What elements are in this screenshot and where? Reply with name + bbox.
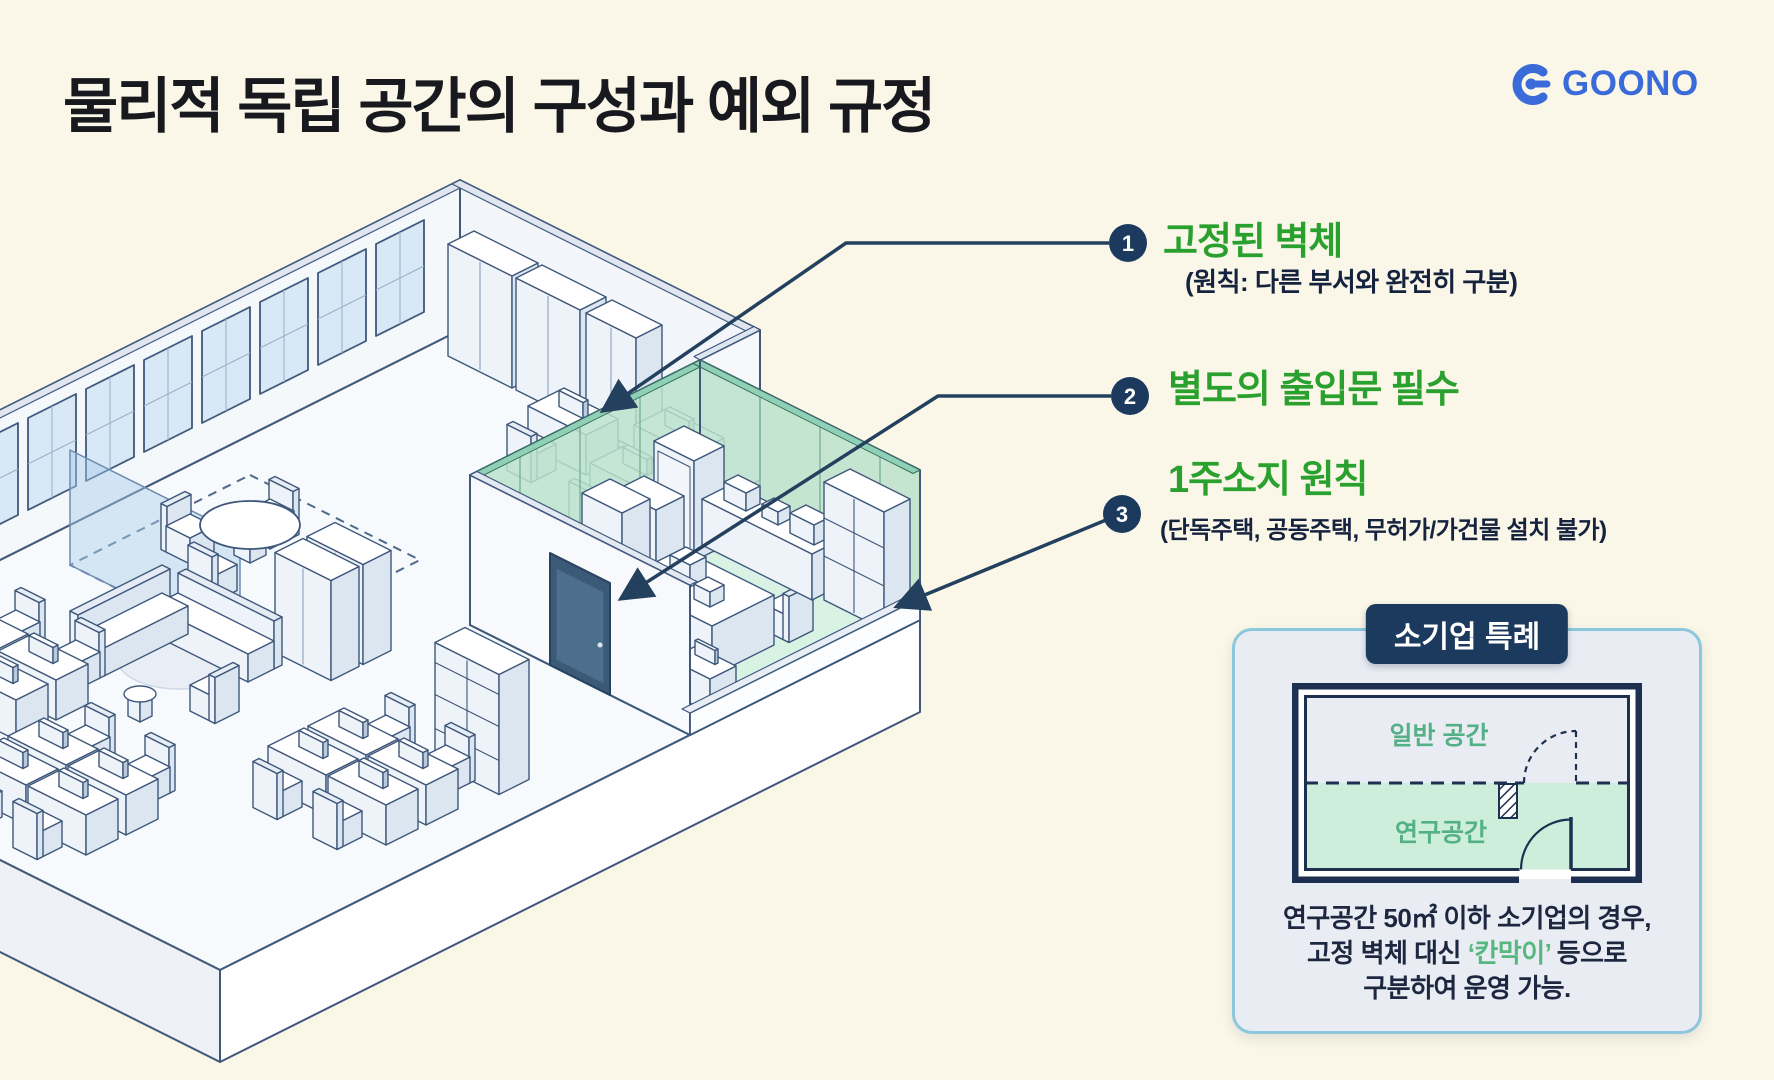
small-biz-caption-line3: 구분하여 운영 가능.: [1363, 972, 1571, 1003]
callout-2-title: 별도의 출입문 필수: [1168, 369, 1460, 411]
callout-3-badge: 3: [1103, 495, 1141, 533]
small-biz-badge: 소기업 특례: [1365, 604, 1569, 664]
plan-general-zone: [1305, 696, 1629, 785]
floor-plan-mini: 일반 공간 연구공간: [1292, 683, 1642, 883]
small-biz-caption-line1: 연구공간 50㎡ 이하 소기업의 경우,: [1282, 903, 1652, 933]
callout-number-badges: 1 2 3: [1103, 224, 1149, 533]
goono-logo: GOONO: [1506, 60, 1699, 108]
page-title: 물리적 독립 공간의 구성과 예외 규정: [63, 73, 936, 140]
small-biz-caption: 연구공간 50㎡ 이하 소기업의 경우, 고정 벽체 대신 ‘칸막이’ 등으로 …: [1235, 901, 1699, 1005]
callout-arrow-1: [599, 241, 1109, 413]
callout-2-badge: 2: [1111, 377, 1149, 415]
wall-stub-hatch-icon: [1498, 783, 1518, 819]
callout-3-number: 3: [1116, 502, 1128, 527]
small-biz-caption-line2: 고정 벽체 대신 ‘칸막이’ 등으로: [1235, 936, 1699, 971]
callout-2-number: 2: [1124, 384, 1136, 409]
isometric-office-illustration: [0, 179, 921, 1063]
caption-line2-highlight: ‘칸막이’: [1467, 937, 1552, 968]
caption-line2-suffix: 등으로: [1550, 937, 1628, 968]
plan-inner-wall: [1304, 695, 1630, 871]
plan-outer-wall: [1292, 683, 1642, 883]
callout-arrow-2: [617, 394, 1111, 601]
callout-1-title: 고정된 벽체: [1163, 221, 1343, 263]
plan-research-zone-label: 연구공간: [1395, 819, 1487, 847]
caption-line2-prefix: 고정 벽체 대신: [1307, 937, 1468, 968]
goono-logo-icon: [1512, 64, 1551, 105]
callout-1-number: 1: [1122, 231, 1134, 256]
callout-1-badge: 1: [1109, 224, 1147, 262]
small-biz-exception-panel: 소기업 특례 일반 공간 연구공간 연구공간 50㎡ 이하 소기업의 경우, 고…: [1232, 604, 1702, 1034]
goono-logo-text: GOONO: [1562, 64, 1699, 103]
callout-1-subtitle: (원칙: 다른 부서와 완전히 구분): [1185, 267, 1518, 297]
plan-general-zone-label: 일반 공간: [1390, 722, 1489, 750]
callout-arrows: [599, 241, 1111, 611]
callout-arrow-3: [893, 518, 1107, 611]
callout-3-subtitle: (단독주택, 공동주택, 무허가/가건물 설치 불가): [1160, 517, 1607, 544]
entrance-door-swing-icon: [1519, 818, 1572, 870]
plan-research-zone: [1305, 783, 1629, 870]
callout-3-title: 1주소지 원칙: [1168, 459, 1368, 501]
partition-door-swing-icon: [1522, 729, 1578, 784]
